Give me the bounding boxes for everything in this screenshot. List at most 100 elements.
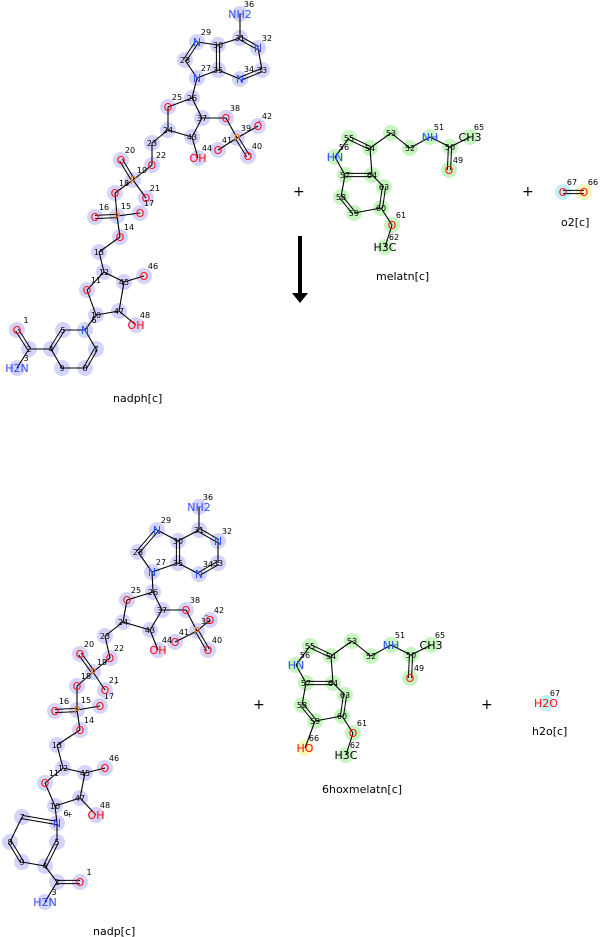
bonds-layer — [2, 6, 592, 910]
atom-label: H2N — [33, 896, 57, 909]
atom-label: O — [204, 644, 213, 657]
atom-number: 11 — [91, 276, 101, 285]
atom-number: 41 — [179, 628, 189, 637]
atom-label: NH — [383, 639, 400, 652]
atom-label: O — [244, 150, 253, 163]
atom-number: 50 — [445, 143, 455, 152]
double-bond — [8, 842, 22, 864]
bond — [116, 215, 121, 238]
atom-number: 30 — [173, 537, 183, 546]
double-bond — [341, 195, 356, 213]
atom-number: 50 — [406, 651, 416, 660]
bond — [44, 865, 58, 883]
atom-number: 43 — [145, 626, 155, 635]
atom-number: 2 — [26, 345, 31, 354]
atom-number: 14 — [124, 223, 134, 232]
atom-number: 13 — [52, 741, 62, 750]
double-bond — [348, 138, 370, 150]
bond — [104, 635, 111, 659]
bond — [98, 251, 105, 273]
atom-highlight — [72, 874, 88, 890]
double-bond — [17, 328, 31, 349]
atom-label: NH — [422, 131, 439, 144]
atom-label: O — [406, 672, 415, 685]
bond — [149, 629, 159, 651]
bond — [449, 136, 471, 148]
atom-number: 59 — [310, 717, 320, 726]
double-bond — [136, 528, 157, 552]
atom-label: O — [445, 164, 454, 177]
atom-number: 10 — [50, 802, 60, 811]
atom-label: CH3 — [459, 131, 482, 144]
atom-number: 10 — [91, 311, 101, 320]
plus-sign: + — [293, 184, 305, 200]
atom-label: O — [83, 284, 92, 297]
atom-number: 8 — [82, 364, 87, 373]
atom-number: 64 — [328, 679, 338, 688]
bond — [151, 129, 169, 144]
bond — [56, 729, 81, 746]
bond — [257, 47, 263, 71]
atom-number: 25 — [131, 586, 141, 595]
atom-highlight — [555, 184, 571, 200]
atom-number: 61 — [396, 211, 406, 220]
atom-number: 24 — [163, 126, 173, 135]
bond — [56, 744, 64, 769]
atom-label: O — [41, 777, 50, 790]
atom-number: 61 — [357, 719, 367, 728]
atom-number: 36 — [203, 493, 213, 502]
bond — [295, 645, 311, 666]
atom-label: P — [234, 132, 241, 145]
bond — [369, 147, 373, 176]
bond — [122, 621, 151, 631]
atom-number: 62 — [389, 233, 399, 242]
double-bond — [49, 328, 63, 349]
atom-label: N — [193, 72, 201, 85]
bond — [330, 655, 334, 684]
atom-number: 24 — [118, 618, 128, 627]
charge-sign: - — [149, 186, 152, 195]
double-bond — [183, 40, 197, 60]
atom-label: H2O — [534, 697, 558, 710]
atom-label: OH — [190, 152, 207, 165]
double-bond — [121, 158, 135, 180]
bond — [84, 329, 97, 350]
atom-number: 38 — [190, 596, 200, 605]
double-bond — [138, 530, 159, 554]
bond — [122, 599, 128, 623]
atom-number: 42 — [262, 112, 272, 121]
reaction-arrow-down — [292, 236, 308, 303]
atom-label: NH2 — [228, 8, 252, 21]
bond — [334, 156, 346, 176]
atom-number: 12 — [99, 268, 109, 277]
charge-sign: + — [66, 810, 73, 819]
atom-number: 26 — [148, 588, 158, 597]
atom-label: O — [96, 700, 105, 713]
bond — [103, 271, 125, 283]
atom-number: 67 — [550, 689, 560, 698]
atom-number: 8 — [7, 838, 12, 847]
atom-number: 21 — [150, 184, 160, 193]
atom-label: O — [182, 604, 191, 617]
bond — [390, 644, 412, 656]
atom-label: P — [90, 666, 97, 679]
molecule-name-nadph: nadph[c] — [113, 392, 162, 405]
atom-number: 66 — [588, 178, 598, 187]
atom-number: 39 — [241, 124, 251, 133]
atom-label: O — [214, 144, 223, 157]
bond — [196, 619, 211, 632]
atom-number: 17 — [104, 692, 114, 701]
bond — [54, 797, 81, 807]
bond — [353, 207, 382, 214]
atom-number: 23 — [147, 139, 157, 148]
double-bond — [15, 330, 29, 351]
double-bond — [302, 703, 317, 721]
bond — [118, 310, 137, 326]
atom-label: N — [236, 73, 244, 86]
bond — [9, 816, 23, 843]
bond — [152, 591, 163, 611]
double-bond — [43, 841, 57, 866]
